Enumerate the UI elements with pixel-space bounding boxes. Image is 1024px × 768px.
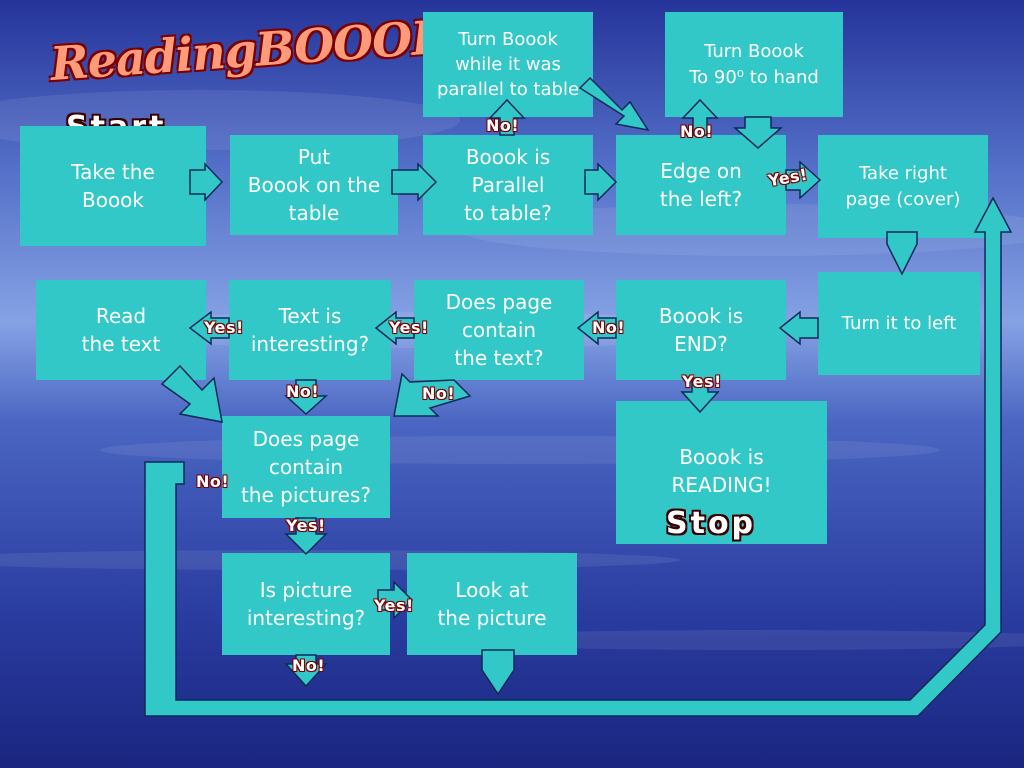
badge-yes-end: Yes! xyxy=(682,372,722,391)
arrow-edge-to-take-right xyxy=(785,160,822,200)
arrow-text-interesting-down xyxy=(284,379,328,416)
loop-back-arrow xyxy=(144,196,1013,717)
arrow-put-to-parallel xyxy=(391,162,438,202)
node-contain-text-question: Does page contain the text? xyxy=(414,280,584,380)
arrow-end-to-contain-text xyxy=(576,310,617,346)
arrow-parallel-to-edge xyxy=(584,162,618,202)
badge-yes-text-interest: Yes! xyxy=(204,318,244,337)
node-reading-done: Boook is READING! xyxy=(616,401,827,544)
arrow-turn-parallel-to-edge xyxy=(578,76,650,132)
badge-no-text-contain: No! xyxy=(422,384,456,403)
badge-no-picture-interest: No! xyxy=(292,656,326,675)
arrow-contain-text-to-pictures xyxy=(393,372,472,417)
node-edge-left-question: Edge on the left? xyxy=(616,135,786,235)
stop-label: Stop xyxy=(666,506,757,541)
arrow-picture-to-look xyxy=(377,580,414,620)
badge-yes-text-contain: Yes! xyxy=(389,318,429,337)
node-end-question: Boook is END? xyxy=(616,280,786,380)
node-text-interesting-question: Text is interesting? xyxy=(229,280,391,380)
arrow-pictures-down xyxy=(284,517,328,556)
node-put-book: Put Boook on the table xyxy=(230,135,398,235)
node-turn-parallel: Turn Boook while it was parallel to tabl… xyxy=(423,12,593,117)
node-take-book: Take the Boook xyxy=(20,126,206,246)
node-take-right-page: Take right page (cover) xyxy=(818,135,988,238)
arrow-read-to-pictures xyxy=(160,364,223,423)
badge-no-text-interest: No! xyxy=(286,382,320,401)
badge-no-end: No! xyxy=(592,318,626,337)
arrow-take-to-put xyxy=(189,162,224,202)
arrow-text-interesting-to-read xyxy=(188,310,230,346)
arrow-end-down xyxy=(680,379,720,414)
node-contain-pictures-question: Does page contain the pictures? xyxy=(222,416,390,518)
arrow-contain-text-to-text-interesting xyxy=(374,310,415,346)
node-parallel-question: Boook is Parallel to table? xyxy=(423,135,593,235)
arrow-turn90-down xyxy=(732,116,784,149)
arrow-look-down xyxy=(481,649,515,696)
node-read-text: Read the text xyxy=(36,280,206,380)
arrow-parallel-up xyxy=(488,98,526,136)
arrow-edge-up xyxy=(681,98,719,136)
badge-no-pictures: No! xyxy=(196,472,230,491)
badge-yes-picture-interest: Yes! xyxy=(374,596,414,615)
arrow-take-right-down xyxy=(886,231,918,276)
node-picture-interesting-question: Is picture interesting? xyxy=(222,553,390,655)
node-look-picture: Look at the picture xyxy=(407,553,577,655)
arrow-picture-interesting-down xyxy=(284,654,328,688)
badge-no-parallel: No! xyxy=(486,116,520,135)
arrow-turn-left-to-end xyxy=(778,310,819,346)
badge-no-edge: No! xyxy=(680,122,714,141)
node-turn-90: Turn Boook To 90⁰ to hand xyxy=(665,12,843,117)
badge-yes-pictures: Yes! xyxy=(286,516,326,535)
node-turn-left: Turn it to left xyxy=(818,272,980,375)
